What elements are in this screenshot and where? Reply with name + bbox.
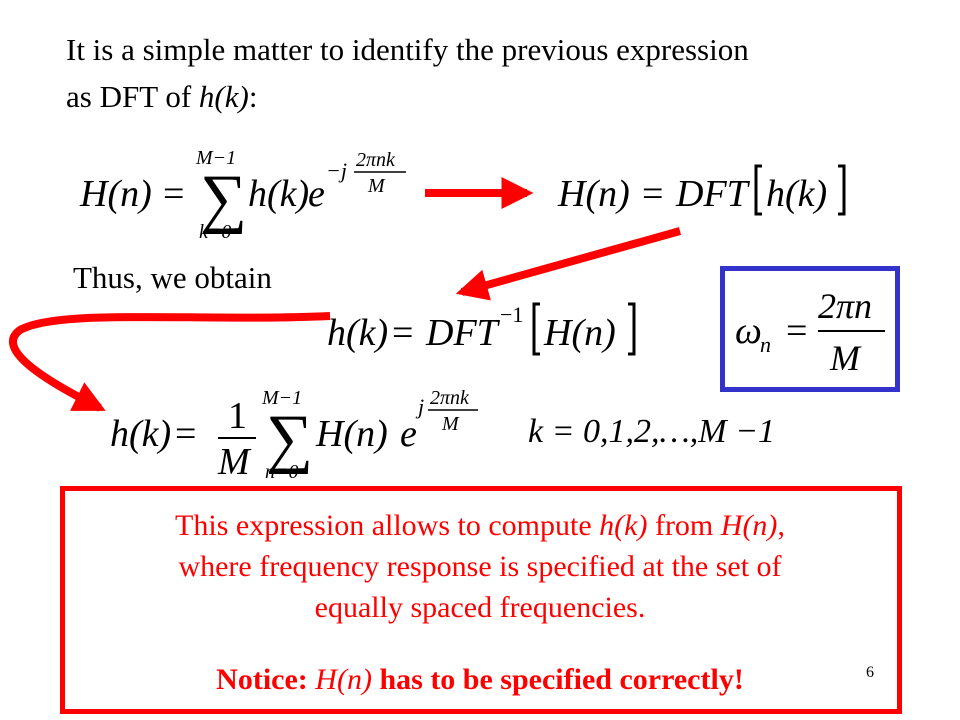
note-box	[60, 486, 902, 714]
dft-equation: H(n) = ∑ M−1 k=0 h(k) e −j 2πnk M	[79, 147, 406, 243]
idft-equation: h(k) = 1 M ∑ M−1 n=0 H(n) e j 2πnk M k =…	[110, 387, 775, 483]
notice-line: Notice: H(n) has to be specified correct…	[80, 663, 880, 697]
omega-numerator: 2πn	[818, 286, 872, 326]
eq1-equals: =	[163, 173, 184, 215]
eq3-equals: =	[392, 312, 413, 354]
eq4-exp-num: 2πnk	[430, 387, 470, 409]
note-line-1-b: from	[647, 509, 721, 542]
eq4-Hn: H(n)	[315, 413, 388, 455]
slide-number: 6	[866, 664, 874, 681]
eq2-DFT: DFT	[675, 173, 751, 215]
eq1-exp-num: 2πnk	[356, 149, 396, 171]
arrow-diagonal	[455, 227, 682, 301]
thus-label: Thus, we obtain	[73, 260, 272, 295]
eq1-exp-den: M	[367, 175, 386, 197]
eq3-Hn: H(n)	[543, 312, 616, 354]
note-line-1-Hn: H(n)	[720, 509, 778, 542]
notice-rest: has to be specified correctly!	[371, 663, 744, 696]
eq4-exp-den: M	[441, 413, 460, 435]
eq3-inverse: −1	[500, 302, 523, 327]
eq2-hk: h(k)	[766, 173, 827, 215]
note-line-1: This expression allows to compute h(k) f…	[80, 505, 880, 546]
eq4-equals: =	[175, 413, 196, 455]
notice-label: Notice:	[216, 663, 316, 696]
eq2-Hn: H(n)	[557, 173, 630, 215]
eq4-sum-upper: M−1	[261, 387, 302, 409]
intro-line-2: as DFT of h(k):	[66, 73, 906, 120]
eq3-hk: h(k)	[327, 312, 388, 354]
omega-formula-box	[720, 266, 900, 392]
note-line-2: where frequency response is specified at…	[178, 550, 782, 583]
eq1-hk: h(k)	[248, 173, 309, 215]
eq2-equals: =	[642, 173, 663, 215]
eq1-sum-lower: k=0	[199, 221, 231, 243]
eq1-e: e	[308, 173, 325, 215]
omega-symbol: ω	[735, 310, 762, 352]
arrow-curved	[9, 312, 331, 412]
intro-line-2-prefix: as DFT of	[66, 79, 199, 114]
eq4-hk: h(k)	[110, 413, 171, 455]
intro-line-1: It is a simple matter to identify the pr…	[66, 32, 749, 67]
eq4-sum-lower: n=0	[265, 461, 299, 483]
notice-var: H(n)	[315, 663, 372, 696]
eq4-sigma: ∑	[266, 402, 313, 475]
eq3-DFT: DFT	[425, 312, 501, 354]
omega-subscript: n	[760, 332, 771, 357]
omega-equals: =	[786, 310, 807, 352]
dft-short-equation: H(n) = DFT h(k)	[557, 164, 846, 216]
omega-denominator: M	[829, 338, 862, 378]
eq4-exp-sign: j	[415, 394, 424, 419]
idft-short-equation: h(k) = DFT −1 H(n)	[327, 302, 636, 356]
eq4-M: M	[217, 441, 252, 483]
eq3-left-bracket	[532, 302, 540, 356]
intro-text: It is a simple matter to identify the pr…	[66, 26, 906, 120]
eq3-right-bracket	[628, 302, 636, 356]
eq4-one: 1	[228, 395, 247, 437]
eq4-e: e	[400, 413, 417, 455]
note-line-1-hk: h(k)	[599, 509, 648, 542]
omega-formula: ω n = 2πn M	[735, 286, 885, 378]
intro-line-2-var: h(k)	[198, 79, 249, 114]
eq1-exp-sign: −j	[326, 158, 347, 183]
note-line-3: equally spaced frequencies.	[314, 591, 646, 624]
note-line-1-c: ,	[777, 509, 785, 542]
eq4-k-range: k = 0,1,2,…,M −1	[528, 413, 775, 450]
intro-line-2-suffix: :	[248, 79, 258, 114]
eq1-sigma: ∑	[200, 162, 247, 235]
note-text: This expression allows to compute h(k) f…	[80, 505, 880, 628]
eq2-right-bracket	[838, 164, 846, 216]
eq2-left-bracket	[754, 164, 762, 216]
note-line-1-a: This expression allows to compute	[175, 509, 600, 542]
eq1-sum-upper: M−1	[195, 147, 236, 169]
eq1-Hn: H(n)	[79, 173, 152, 215]
